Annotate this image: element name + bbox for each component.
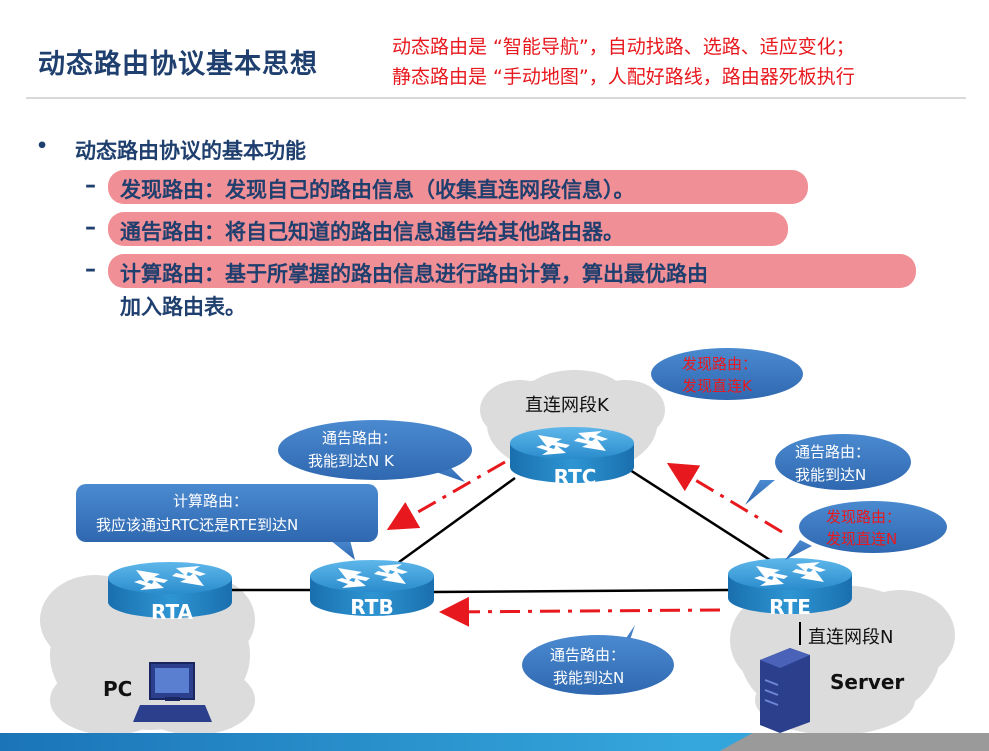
bubble-discover-k-line1: 发现路由： <box>682 355 757 373</box>
arrow-rte-to-rtb <box>439 596 721 627</box>
note-line-1: 动态路由是 “智能导航”，自动找路、选路、适应变化； <box>392 36 855 58</box>
sub-item-announce: 通告路由：将自己知道的路由信息通告给其他路由器。 <box>120 220 624 244</box>
bubble-announce-rte-left-line1: 通告路由： <box>550 646 625 664</box>
bubble-announce-rte-left: 通告路由： 我能到达N <box>522 625 674 695</box>
router-label-rtc: RTC <box>554 465 597 489</box>
server-icon <box>760 648 810 733</box>
sub-item-discover-text: 发现路由：发现自己的路由信息（收集直连网段信息） <box>120 178 614 202</box>
bullet-heading: 动态路由协议的基本功能 <box>75 139 306 163</box>
bubble-announce-rte-up-line1: 通告路由： <box>795 443 870 461</box>
note-line-2: 静态路由是 “手动地图”，人配好路线，路由器死板执行 <box>392 66 855 88</box>
bubble-compute-line1: 计算路由： <box>173 492 248 510</box>
router-label-rtb: RTB <box>350 595 393 619</box>
sub-item-compute-line2: 加入路由表。 <box>120 295 246 319</box>
bubble-discover-k-line2: 发现直连K <box>682 377 753 395</box>
pc-label: PC <box>103 677 132 701</box>
announce-arrows <box>386 460 783 627</box>
arrow-rte-to-rtc <box>666 462 783 534</box>
page-title: 动态路由协议基本思想 <box>38 49 318 80</box>
sub-item-discover-suffix: 。 <box>613 178 635 202</box>
footer-accent <box>720 733 989 751</box>
sub-item-discover: 发现路由：发现自己的路由信息（收集直连网段信息）。 <box>120 174 635 204</box>
segment-k-label: 直连网段K <box>525 395 610 416</box>
router-label-rte: RTE <box>769 595 811 619</box>
bubble-announce-rte-up: 通告路由： 我能到达N <box>745 434 911 505</box>
pc-icon <box>133 662 212 722</box>
bubble-announce-rte-up-line2: 我能到达N <box>795 466 866 484</box>
arrow-rtc-to-rtb <box>386 460 506 530</box>
bubble-announce-rtc-line2: 我能到达N K <box>308 452 395 470</box>
bubble-discover-n-line1: 发现路由： <box>826 508 901 526</box>
dash-1: – <box>85 173 96 198</box>
bullet-dot: • <box>36 135 49 157</box>
bubble-announce-rtc: 通告路由： 我能到达N K <box>278 420 472 482</box>
highlight-3 <box>108 254 916 288</box>
bubble-discover-n: 发现路由： 发现直连N <box>785 501 947 560</box>
bubble-compute-line2: 我应该通过RTC还是RTE到达N <box>96 516 298 534</box>
bubble-announce-rtc-line1: 通告路由： <box>322 429 397 447</box>
server-label: Server <box>830 670 904 694</box>
highlight-1 <box>108 170 808 204</box>
bubble-compute: 计算路由： 我应该通过RTC还是RTE到达N <box>76 484 378 560</box>
router-label-rta: RTA <box>151 600 194 624</box>
title-divider <box>26 97 966 99</box>
bubble-discover-k: 发现路由： 发现直连K <box>651 348 803 410</box>
sub-item-compute: 计算路由：基于所掌握的路由信息进行路由计算，算出最优路由 <box>120 262 708 286</box>
comparison-note: 动态路由是 “智能导航”，自动找路、选路、适应变化； 静态路由是 “手动地图”，… <box>392 32 855 92</box>
segment-n-label: 直连网段N <box>808 627 893 648</box>
bubble-announce-rte-left-line2: 我能到达N <box>553 669 624 687</box>
bubble-discover-n-line2: 发现直连N <box>826 530 897 548</box>
dash-3: – <box>85 257 96 282</box>
dash-2: – <box>85 215 96 240</box>
links <box>230 468 771 594</box>
highlight-2 <box>108 212 788 246</box>
